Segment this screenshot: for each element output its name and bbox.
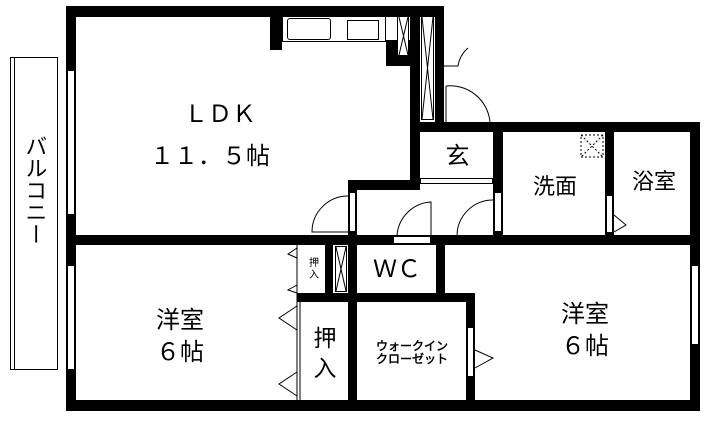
wall-closet-small-right	[325, 245, 333, 295]
door-swing-entry-b	[445, 85, 491, 123]
balcony	[10, 57, 58, 370]
window-western-right	[691, 265, 699, 345]
vent-icon	[580, 134, 604, 158]
wall-top	[66, 6, 444, 17]
door-swing-wash	[456, 199, 494, 237]
window-ldk	[67, 70, 75, 215]
western-right-size: ６帖	[561, 332, 609, 360]
washroom-name: 洗面	[532, 175, 577, 200]
walk-in-closet-name: ウォークイン クローゼット	[375, 339, 448, 367]
closet-small-name: 押 入	[309, 258, 319, 281]
door-swing-entry-a	[444, 47, 469, 67]
kitchen-stove	[347, 20, 379, 40]
shelf-cross	[398, 16, 434, 120]
ldk-size: １１．５帖	[150, 142, 270, 170]
western-left-size: ６帖	[156, 338, 204, 366]
closet-large-name: 押 入	[313, 326, 337, 382]
wall-wash-bath	[605, 122, 614, 240]
wall-wc-left	[348, 245, 357, 405]
western-right-name: 洋室	[561, 300, 609, 328]
window-walkin	[467, 327, 474, 377]
wall-middle	[66, 235, 700, 245]
window-western-left	[67, 265, 75, 370]
wall-kitchen-stub	[270, 6, 282, 50]
wall-genkan-right	[493, 122, 503, 240]
window-bath	[606, 195, 613, 233]
bathroom-name: 浴室	[631, 170, 676, 195]
door-swing-ldk	[311, 195, 349, 233]
door-frame-ldk	[349, 192, 356, 232]
panel-cross	[335, 246, 347, 292]
balcony-label: バルコニー	[21, 135, 47, 245]
genkan-step	[420, 178, 493, 184]
wall-ext-top-right	[420, 122, 700, 132]
wall-wc-right	[436, 245, 445, 300]
ldk-name: ＬＤＫ	[184, 100, 256, 128]
door-marks	[474, 214, 627, 369]
door-frame-wash	[494, 192, 502, 232]
sliding-door-marks	[278, 247, 298, 397]
wc-name: ＷＣ	[373, 255, 421, 283]
wall-entry-door-side	[435, 6, 444, 126]
balcony-inner-line	[14, 57, 15, 370]
door-swing-toilet	[396, 201, 432, 237]
western-left-name: 洋室	[156, 306, 204, 334]
wall-wc-bottom	[297, 293, 475, 302]
wall-bottom	[66, 400, 700, 411]
wall-entry-top	[348, 180, 420, 190]
door-frame-toilet	[393, 236, 431, 244]
kitchen-sink	[287, 18, 331, 40]
entrance-name: 玄	[445, 142, 470, 170]
wall-ldk-right	[410, 6, 420, 190]
